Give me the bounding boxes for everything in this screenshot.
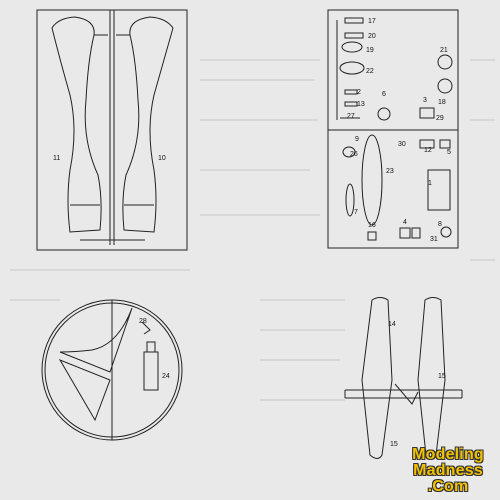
part-number: 9 — [355, 136, 359, 143]
logo-line-2: Madness — [413, 462, 483, 479]
sprue-fuselage — [36, 9, 188, 251]
part-number: 4 — [403, 219, 407, 226]
part-number: 23 — [386, 168, 394, 175]
sprue-parts — [327, 9, 459, 249]
part-number: 11 — [53, 155, 60, 162]
part-number: 27 — [347, 113, 355, 120]
part-number: 10 — [158, 155, 166, 162]
background-text — [10, 59, 495, 401]
part-number: 15 — [438, 373, 446, 380]
logo-line-1: Modeling — [412, 446, 484, 463]
part-number: 21 — [440, 47, 448, 54]
part-number: 15 — [390, 441, 398, 448]
part-number: 20 — [368, 33, 376, 40]
part-number: 14 — [388, 321, 396, 328]
wing-drawing — [344, 297, 463, 459]
part-number: 1 — [428, 180, 432, 187]
part-number: 29 — [436, 115, 444, 122]
part-number: 13 — [357, 101, 365, 108]
part-number: 16 — [368, 222, 376, 229]
sprue-parts-labels: 17 20 19 22 21 18 2 13 27 6 3 29 30 12 5… — [347, 18, 451, 243]
part-number: 18 — [438, 99, 446, 106]
part-number: 3 — [423, 97, 427, 104]
part-number: 31 — [430, 236, 438, 243]
logo-line-3: .Com — [427, 478, 469, 495]
part-number: 22 — [366, 68, 374, 75]
part-number: 19 — [366, 47, 374, 54]
part-number: 8 — [438, 221, 442, 228]
part-number: 17 — [368, 18, 376, 25]
part-number: 6 — [382, 91, 386, 98]
part-number: 12 — [424, 147, 432, 154]
part-number: 2 — [357, 89, 361, 96]
part-number: 28 — [139, 318, 147, 325]
part-number: 24 — [162, 373, 170, 380]
sprue-clear — [41, 299, 183, 441]
site-logo: Modeling Madness .Com — [398, 447, 498, 499]
part-number: 30 — [398, 141, 406, 148]
part-number: 5 — [447, 149, 451, 156]
part-number: 7 — [354, 209, 358, 216]
part-number: 26 — [350, 151, 358, 158]
